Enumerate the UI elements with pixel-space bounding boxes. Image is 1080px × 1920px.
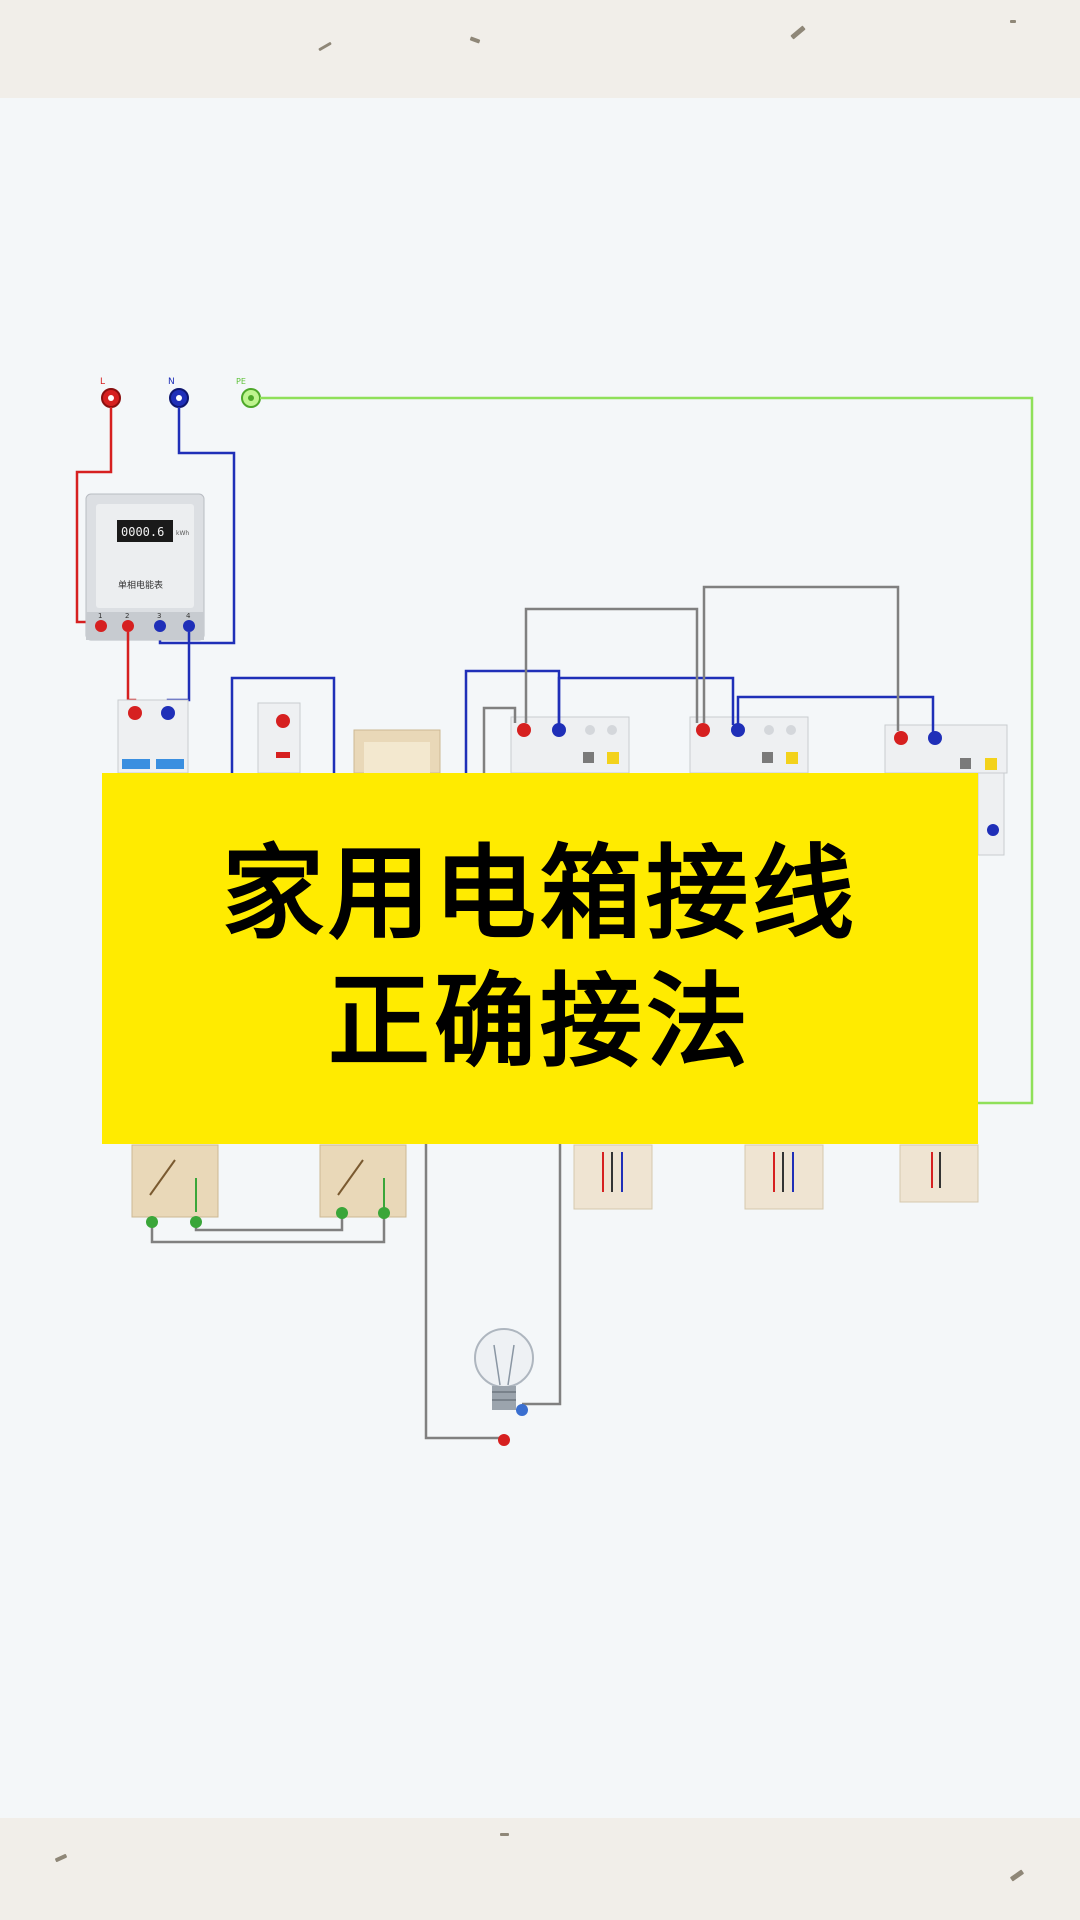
title-banner: 家用电箱接线 正确接法	[102, 773, 978, 1144]
rcbo-3	[884, 724, 1008, 856]
live-bus-1	[524, 607, 699, 723]
meter-display	[117, 520, 173, 542]
energy-meter: 0000.6 kWh 单相电能表 1 2 3 4	[85, 493, 205, 641]
two-way-switch-right	[319, 1144, 407, 1218]
single-breaker	[257, 702, 301, 774]
socket-outlet-1	[573, 1144, 653, 1210]
light-bulb-icon	[474, 1328, 534, 1446]
title-line-2: 正确接法	[328, 962, 752, 1082]
meter-reading: 0000.6	[121, 525, 164, 539]
earth-terminal-label: PE	[236, 377, 246, 386]
meter-pin-1: 1	[98, 612, 102, 620]
meter-pin-3: 3	[157, 612, 161, 620]
socket-feed-wire	[230, 676, 336, 773]
meter-pin-4: 4	[186, 612, 191, 620]
neutral-bus-2	[557, 676, 735, 725]
title-line-1: 家用电箱接线	[222, 835, 858, 954]
main-breaker	[117, 699, 189, 774]
lamp-live-wire	[424, 1144, 502, 1440]
meter-unit: kWh	[176, 530, 189, 537]
lamp-neutral-wire	[522, 1144, 562, 1406]
wall-switch-top	[353, 729, 441, 774]
meter-label: 单相电能表	[118, 579, 163, 591]
neutral-bus-3	[736, 695, 935, 733]
rcbo-2	[689, 716, 809, 774]
live-terminal-label: L	[100, 377, 105, 387]
paper-border-top	[0, 0, 1080, 98]
switch-feed	[482, 706, 517, 773]
live-bus-2	[702, 585, 900, 731]
socket-outlet-3	[899, 1144, 979, 1203]
meter-pin-2: 2	[125, 612, 129, 620]
neutral-terminal-label: N	[168, 377, 175, 387]
traveler-wire-2	[194, 1217, 344, 1232]
paper-border-bottom	[0, 1818, 1080, 1920]
earth-wire	[260, 396, 1034, 1105]
traveler-wire-1	[150, 1217, 386, 1244]
rcbo-1	[510, 716, 630, 774]
two-way-switch-left	[131, 1144, 219, 1218]
socket-outlet-2	[744, 1144, 824, 1210]
supply-terminals: L N PE	[100, 377, 261, 408]
live-supply-wire	[75, 407, 113, 624]
